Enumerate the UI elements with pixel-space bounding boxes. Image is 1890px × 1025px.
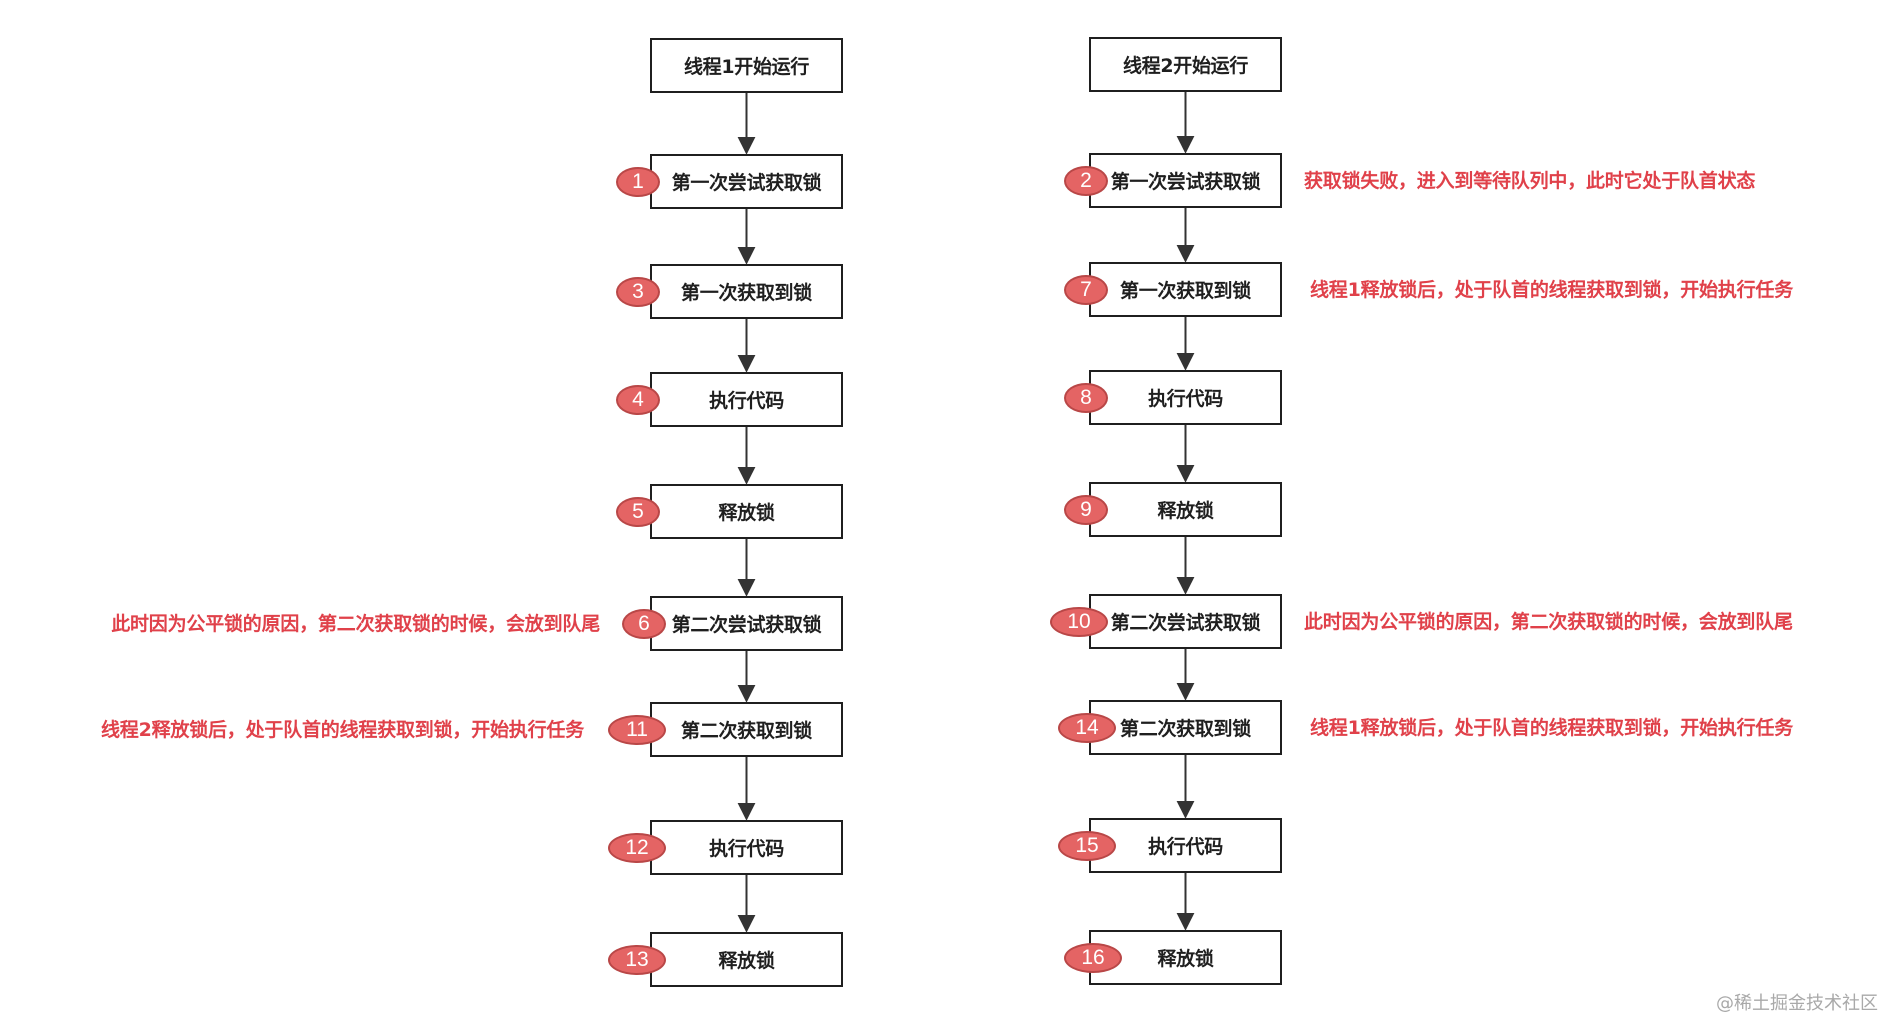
- step-number-badge: 6: [622, 609, 666, 639]
- step-number-badge: 10: [1050, 607, 1108, 637]
- thread1-step-box: 释放锁: [650, 484, 843, 539]
- step-number-badge: 11: [608, 715, 666, 745]
- watermark: @稀土掘金技术社区: [1716, 993, 1878, 1014]
- thread1-start-box: 线程1开始运行: [650, 38, 843, 93]
- thread2-step-label: 第一次获取到锁: [1120, 280, 1251, 302]
- thread2-start-box: 线程2开始运行: [1089, 37, 1282, 92]
- thread2-step-box: 释放锁: [1089, 482, 1282, 537]
- step-number-badge: 4: [616, 385, 660, 415]
- thread1-step-label: 第一次获取到锁: [681, 282, 812, 304]
- thread2-step-box: 第二次尝试获取锁: [1089, 594, 1282, 649]
- thread2-step-label: 第二次获取到锁: [1120, 718, 1251, 740]
- step-number-badge: 9: [1064, 495, 1108, 525]
- thread2-step-box: 第一次尝试获取锁: [1089, 153, 1282, 208]
- thread2-step-label: 释放锁: [1157, 500, 1214, 522]
- thread1-step-box: 第二次获取到锁: [650, 702, 843, 757]
- step-number-badge: 2: [1064, 166, 1108, 196]
- step-number-badge: 12: [608, 833, 666, 863]
- step-number-badge: 1: [616, 167, 660, 197]
- thread2-step-box: 第二次获取到锁: [1089, 700, 1282, 755]
- thread1-step-box: 释放锁: [650, 932, 843, 987]
- thread1-step-box: 第二次尝试获取锁: [650, 596, 843, 651]
- thread2-step-label: 第一次尝试获取锁: [1110, 171, 1261, 193]
- thread2-step-box: 执行代码: [1089, 818, 1282, 873]
- step-number-badge: 14: [1058, 713, 1116, 743]
- thread1-step-label: 执行代码: [709, 390, 784, 412]
- thread2-note-step10: 此时因为公平锁的原因，第二次获取锁的时候，会放到队尾: [1304, 611, 1793, 633]
- thread1-step-box: 第一次尝试获取锁: [650, 154, 843, 209]
- thread1-step-label: 第二次尝试获取锁: [671, 614, 822, 636]
- thread2-note-step14: 线程1释放锁后，处于队首的线程获取到锁，开始执行任务: [1310, 717, 1794, 739]
- thread1-start-label: 线程1开始运行: [683, 56, 810, 78]
- thread1-step-label: 第一次尝试获取锁: [671, 172, 822, 194]
- step-number-badge: 3: [616, 277, 660, 307]
- thread1-step-box: 执行代码: [650, 372, 843, 427]
- step-number-badge: 13: [608, 945, 666, 975]
- step-number-badge: 7: [1064, 275, 1108, 305]
- thread1-note-step6: 此时因为公平锁的原因，第二次获取锁的时候，会放到队尾: [111, 613, 600, 635]
- thread2-step-box: 第一次获取到锁: [1089, 262, 1282, 317]
- thread1-note-step11: 线程2释放锁后，处于队首的线程获取到锁，开始执行任务: [100, 719, 584, 741]
- step-number-badge: 15: [1058, 831, 1116, 861]
- thread1-step-label: 释放锁: [718, 950, 775, 972]
- thread2-step-label: 释放锁: [1157, 948, 1214, 970]
- thread1-step-label: 释放锁: [718, 502, 775, 524]
- thread2-step-label: 第二次尝试获取锁: [1110, 612, 1261, 634]
- thread2-step-label: 执行代码: [1148, 388, 1223, 410]
- step-number-badge: 8: [1064, 383, 1108, 413]
- thread1-step-label: 执行代码: [709, 838, 784, 860]
- thread1-step-label: 第二次获取到锁: [681, 720, 812, 742]
- thread2-note-step7: 线程1释放锁后，处于队首的线程获取到锁，开始执行任务: [1310, 279, 1794, 301]
- thread2-step-box: 执行代码: [1089, 370, 1282, 425]
- thread1-step-box: 第一次获取到锁: [650, 264, 843, 319]
- step-number-badge: 16: [1064, 943, 1122, 973]
- thread2-step-label: 执行代码: [1148, 836, 1223, 858]
- thread2-start-label: 线程2开始运行: [1122, 55, 1249, 77]
- thread2-note-step2: 获取锁失败，进入到等待队列中，此时它处于队首状态: [1304, 170, 1756, 192]
- thread1-step-box: 执行代码: [650, 820, 843, 875]
- step-number-badge: 5: [616, 497, 660, 527]
